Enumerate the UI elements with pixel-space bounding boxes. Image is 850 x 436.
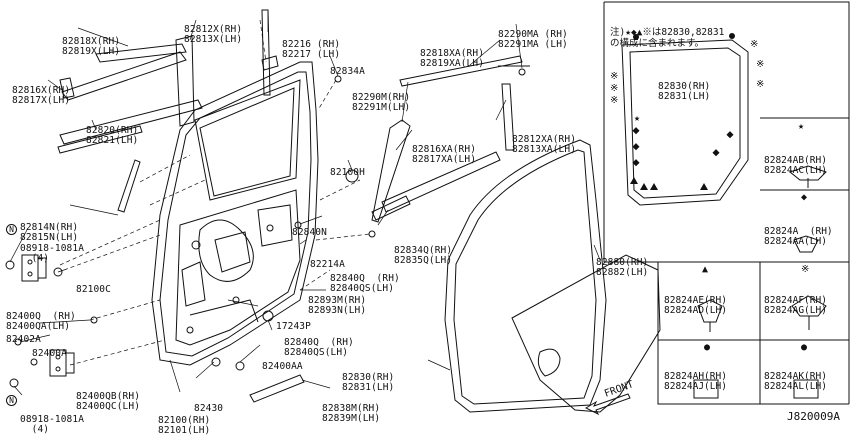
rear-door-drawing: [57, 9, 319, 403]
panel-asterisk-label: 82824AF(RH)82824AG(LH): [764, 295, 827, 316]
label-82100c: 82100C: [76, 284, 111, 295]
parts-diagram: 82818X(RH)82819X(LH) 82812X(RH)82813X(LH…: [5, 1, 850, 436]
label-08918-lower: 08918-1081A (4): [20, 414, 85, 435]
asterisk-marker: ※: [610, 71, 619, 82]
inset-label-82830: 82830(RH)82831(LH): [658, 81, 711, 102]
asterisk-marker: ※: [610, 95, 619, 106]
label-82818x: 82818X(RH)82819X(LH): [62, 36, 121, 57]
label-82834a: 82834A: [330, 66, 365, 77]
panel-star-label: 82824AB(RH)82824AC(LH): [764, 155, 827, 176]
label-82830: 82830(RH)82831(LH): [342, 372, 395, 393]
label-82400aa: 82400AA: [262, 361, 303, 372]
bullet-symbol: ●: [801, 342, 808, 353]
label-82820: 82820(RH)82821(LH): [86, 125, 139, 146]
hinge-upper-drawing: [21, 254, 47, 282]
label-82840q: 82840Q (RH)82840QS(LH): [330, 273, 400, 294]
triangle-symbol: ▲: [702, 264, 709, 275]
label-82290ma: 82290MA (RH)82291MA (LH): [498, 29, 568, 50]
asterisk-symbol: ※: [801, 264, 810, 275]
diagram-code: J820009A: [787, 410, 840, 423]
label-82214a: 82214A: [310, 259, 345, 270]
label-82818xa: 82818XA(RH)82819XA(LH): [420, 48, 485, 69]
label-82812x: 82812X(RH)82813X(LH): [184, 24, 243, 45]
middle-molding-drawings: [371, 55, 530, 223]
inset-clip-markers: [630, 33, 735, 190]
label-82834q: 82834Q(RH)82835Q(LH): [394, 245, 453, 266]
bullet-symbol: ●: [704, 342, 711, 353]
hinge-lower-drawing: [49, 349, 75, 377]
label-82880: 82880(RH)82882(LH): [596, 257, 649, 278]
label-82100: 82100(RH)82101(LH): [158, 415, 211, 436]
reference-lines: [59, 19, 371, 366]
label-82816xa: 82816XA(RH)82817XA(LH): [412, 144, 477, 165]
label-08918-upper: 08918-1081A (4): [20, 243, 85, 264]
label-82290m: 82290M(RH)82291M(LH): [352, 92, 411, 113]
label-82400a: 82400A: [32, 348, 67, 359]
label-82400q: 82400Q (RH)82400QA(LH): [6, 311, 76, 332]
asterisk-marker: ※: [750, 39, 759, 50]
label-17243p: 17243P: [276, 321, 311, 332]
label-82838m: 82838M(RH)82839M(LH): [322, 403, 381, 424]
label-82840n: 82840N: [292, 227, 327, 238]
label-82840q2: 82840Q (RH)82840QS(LH): [284, 337, 354, 358]
star-marker: ★: [634, 113, 641, 124]
clip-icons: [693, 165, 827, 399]
diamond-symbol: ◆: [801, 192, 808, 203]
label-82100h: 82100H: [330, 167, 365, 178]
panel-diamond-label: 82824A (RH)82824AA(LH): [764, 226, 833, 247]
label-82893m: 82893M(RH)82893N(LH): [308, 295, 367, 316]
n-circle-upper: N: [6, 224, 17, 235]
label-82402a: 82402A: [6, 334, 41, 345]
label-82812xa: 82812XA(RH)82813XA(LH): [512, 134, 577, 155]
n-circle-lower: N: [6, 395, 17, 406]
diagram-drawing: [5, 1, 850, 416]
front-arrow-shape: [584, 393, 631, 416]
asterisk-marker: ※: [756, 79, 765, 90]
weatherstrip-drawing: [444, 139, 661, 413]
inset-box: [603, 1, 850, 405]
panel-bullet2-label: 82824AK(RH)82824AL(LH): [764, 371, 827, 392]
asterisk-marker: ※: [610, 83, 619, 94]
label-82816x: 82816X(RH)82817X(LH): [12, 85, 71, 106]
asterisk-marker: ※: [756, 59, 765, 70]
label-82216: 82216 (RH)82217 (LH): [282, 39, 341, 60]
panel-bullet1-label: 82824AH(RH)82824AJ(LH): [664, 371, 727, 392]
star-symbol: ★: [798, 121, 805, 132]
leader-lines: [9, 12, 601, 396]
label-82400qb: 82400QB(RH)82400QC(LH): [76, 391, 141, 412]
label-82814n: 82814N(RH)82815N(LH): [20, 222, 79, 243]
panel-triangle-label: 82824AE(RH)82824AD(LH): [664, 295, 727, 316]
label-82430: 82430: [194, 403, 224, 414]
